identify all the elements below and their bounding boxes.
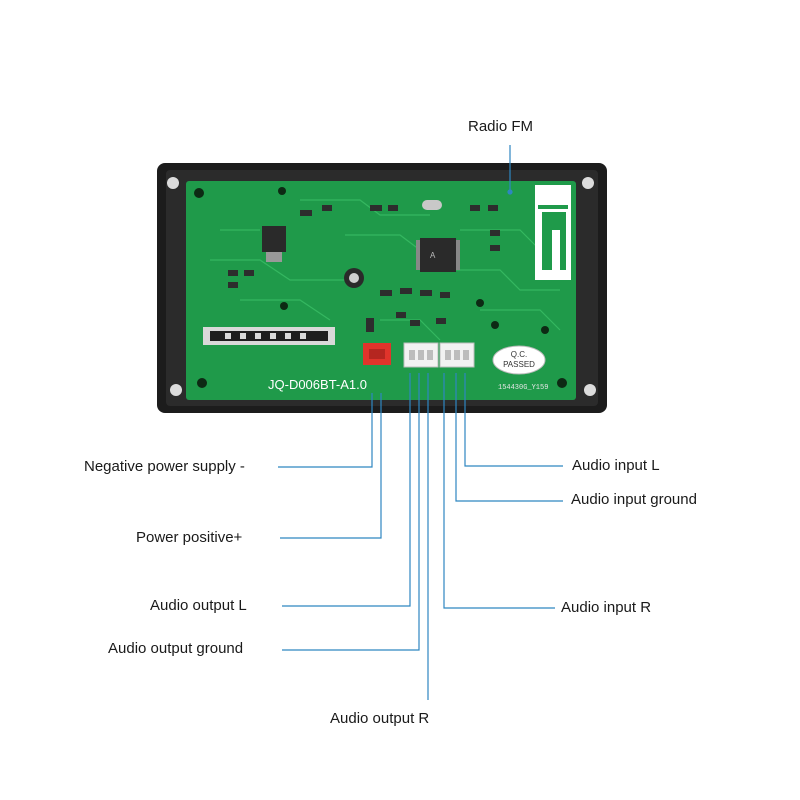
label-audio-output-r: Audio output R — [330, 710, 430, 727]
qc-sticker — [492, 345, 546, 375]
main-chip — [420, 238, 456, 272]
board-small-print: 154430G_Y159 — [498, 384, 548, 392]
leader-audio-input-ground — [455, 373, 563, 502]
label-radio-fm: Radio FM — [468, 118, 534, 135]
mount-hole-top-right — [582, 177, 594, 189]
leader-audio-output-l — [282, 373, 411, 607]
label-audio-input-ground: Audio input ground — [571, 491, 697, 508]
label-negative-power: Negative power supply - — [84, 458, 245, 475]
svg-text:A: A — [430, 251, 436, 260]
board-model-text: JQ-D006BT-A1.0 — [268, 377, 367, 392]
leader-audio-output-ground — [282, 373, 420, 651]
qc-text-line2: PASSED — [503, 360, 535, 369]
mount-hole-bottom-right — [584, 384, 596, 396]
leader-audio-input-r — [443, 373, 555, 609]
label-audio-output-l: Audio output L — [150, 597, 247, 614]
label-audio-input-l: Audio input L — [572, 457, 660, 474]
leader-power-positive — [280, 393, 382, 539]
leader-negative-power — [278, 393, 373, 468]
label-audio-output-ground: Audio output ground — [108, 640, 244, 657]
leader-audio-input-l — [464, 373, 563, 467]
mount-hole-bottom-left — [170, 384, 182, 396]
qc-text-line1: Q.C. — [511, 350, 527, 359]
mount-hole-top-left — [167, 177, 179, 189]
regulator — [262, 226, 286, 252]
label-power-positive: Power positive+ — [136, 529, 243, 546]
leader-lines — [278, 145, 563, 700]
label-audio-input-r: Audio input R — [561, 599, 652, 616]
